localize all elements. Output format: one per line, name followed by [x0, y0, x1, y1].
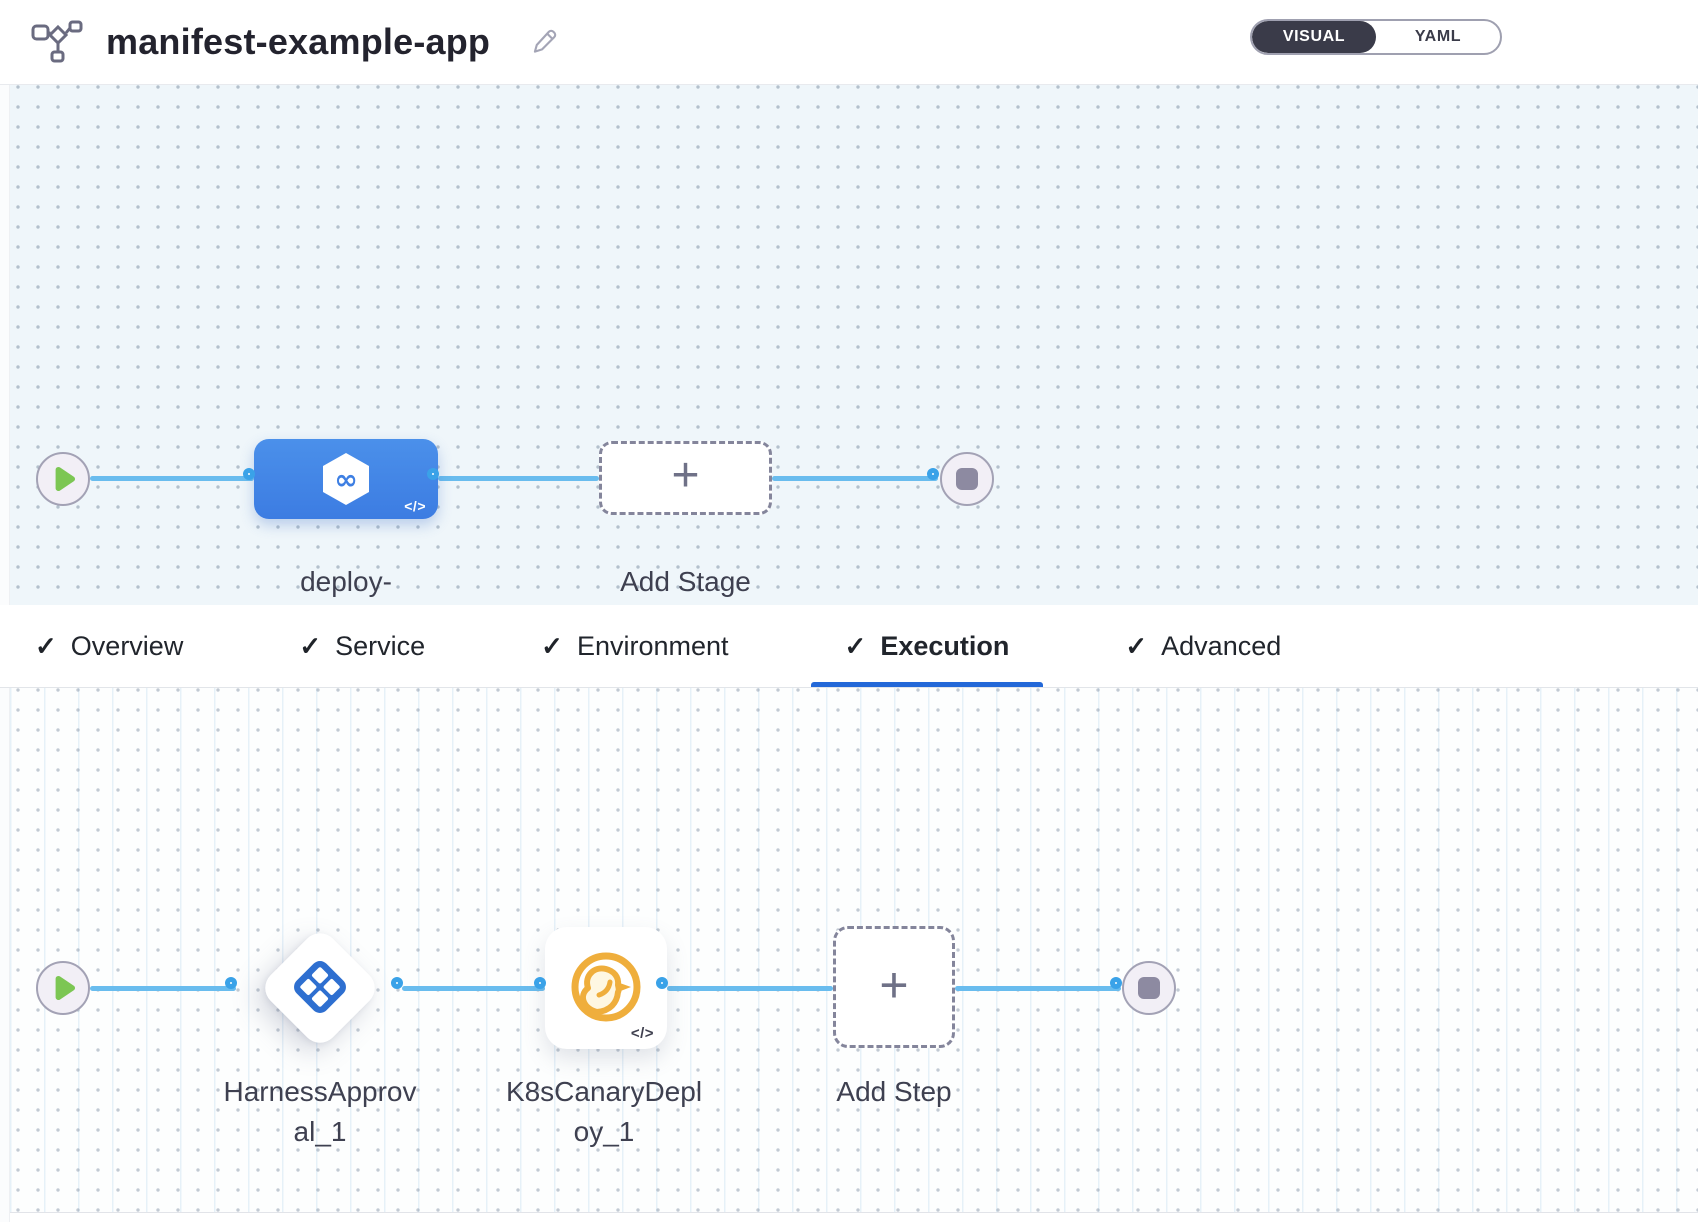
connector-port — [656, 977, 668, 989]
connector-line — [90, 986, 236, 991]
stop-icon — [956, 468, 978, 490]
header: manifest-example-app VISUAL YAML — [0, 0, 1698, 85]
tab-label: Overview — [70, 630, 184, 661]
page-title: manifest-example-app — [106, 21, 491, 62]
check-icon: ✓ — [35, 630, 57, 661]
execution-end-node — [1122, 961, 1176, 1015]
tab-label: Advanced — [1161, 630, 1282, 661]
execution-start-node — [36, 961, 90, 1015]
code-badge: </> — [630, 1025, 654, 1042]
header-left: manifest-example-app — [0, 20, 560, 64]
play-icon — [55, 975, 76, 1001]
connector-line — [90, 476, 254, 481]
tab-advanced[interactable]: ✓ Advanced — [1091, 605, 1315, 687]
pipeline-start-node — [36, 452, 90, 506]
canvas-bottom-edge — [0, 1212, 1698, 1213]
check-icon: ✓ — [1125, 630, 1148, 661]
step-name-label: HarnessApproval_1 — [223, 1076, 417, 1147]
check-icon: ✓ — [844, 630, 867, 661]
connector-line — [402, 986, 545, 991]
approval-icon — [294, 961, 346, 1013]
connector-port — [243, 468, 255, 480]
tab-label: Execution — [880, 630, 1010, 661]
connector-port — [927, 468, 939, 480]
add-stage-button[interactable]: + — [599, 441, 772, 515]
pipeline-icon — [31, 20, 83, 63]
step-node-k8s-canary-deploy[interactable]: </> — [545, 927, 667, 1049]
step-node-harness-approval[interactable] — [257, 925, 383, 1051]
connector-line — [438, 476, 599, 481]
connector-line — [667, 986, 833, 991]
plus-icon: + — [879, 957, 909, 1013]
add-step-button[interactable]: + — [833, 926, 955, 1048]
connector-port — [225, 977, 237, 989]
connector-port — [427, 468, 439, 480]
tab-service[interactable]: ✓ Service — [265, 605, 459, 687]
view-toggle: VISUAL YAML — [1250, 19, 1502, 55]
stage-config-tabs: ✓ Overview ✓ Service ✓ Environment ✓ Exe… — [0, 605, 1698, 688]
check-icon: ✓ — [299, 630, 322, 661]
code-badge: </> — [404, 498, 426, 514]
infinity-icon: ∞ — [334, 463, 357, 496]
canary-icon — [571, 952, 641, 1022]
cd-hexagon-icon: ∞ — [323, 453, 369, 505]
connector-port — [1110, 977, 1122, 989]
yaml-toggle-button[interactable]: YAML — [1414, 28, 1462, 45]
play-icon — [55, 466, 76, 492]
stop-icon — [1138, 977, 1160, 999]
stage-node-deploy-guestbook[interactable]: ∞ </> — [254, 439, 438, 519]
tab-environment[interactable]: ✓ Environment — [507, 605, 762, 687]
tab-label: Service — [335, 630, 426, 661]
check-icon: ✓ — [541, 630, 563, 661]
add-step-label: Add Step — [836, 1076, 952, 1107]
tab-execution[interactable]: ✓ Execution — [810, 605, 1044, 687]
add-stage-label: Add Stage — [620, 566, 751, 597]
edit-pencil-icon[interactable] — [528, 26, 560, 58]
plus-icon: + — [671, 449, 700, 502]
connector-line — [955, 986, 1121, 991]
connector-line — [772, 476, 938, 481]
step-name-label: K8sCanaryDeploy_1 — [505, 1076, 703, 1147]
connector-port — [391, 977, 403, 989]
connector-port — [534, 977, 546, 989]
visual-toggle-button[interactable]: VISUAL — [1252, 21, 1376, 53]
stage-canvas: ∞ </> + deploy-guestbook Add Stage — [0, 85, 1698, 638]
tab-overview[interactable]: ✓ Overview — [1, 605, 217, 687]
execution-canvas: </> + HarnessApproval_1 K8sCanaryDeploy_… — [0, 688, 1698, 1212]
pipeline-end-node — [940, 452, 994, 506]
tab-label: Environment — [576, 630, 729, 661]
